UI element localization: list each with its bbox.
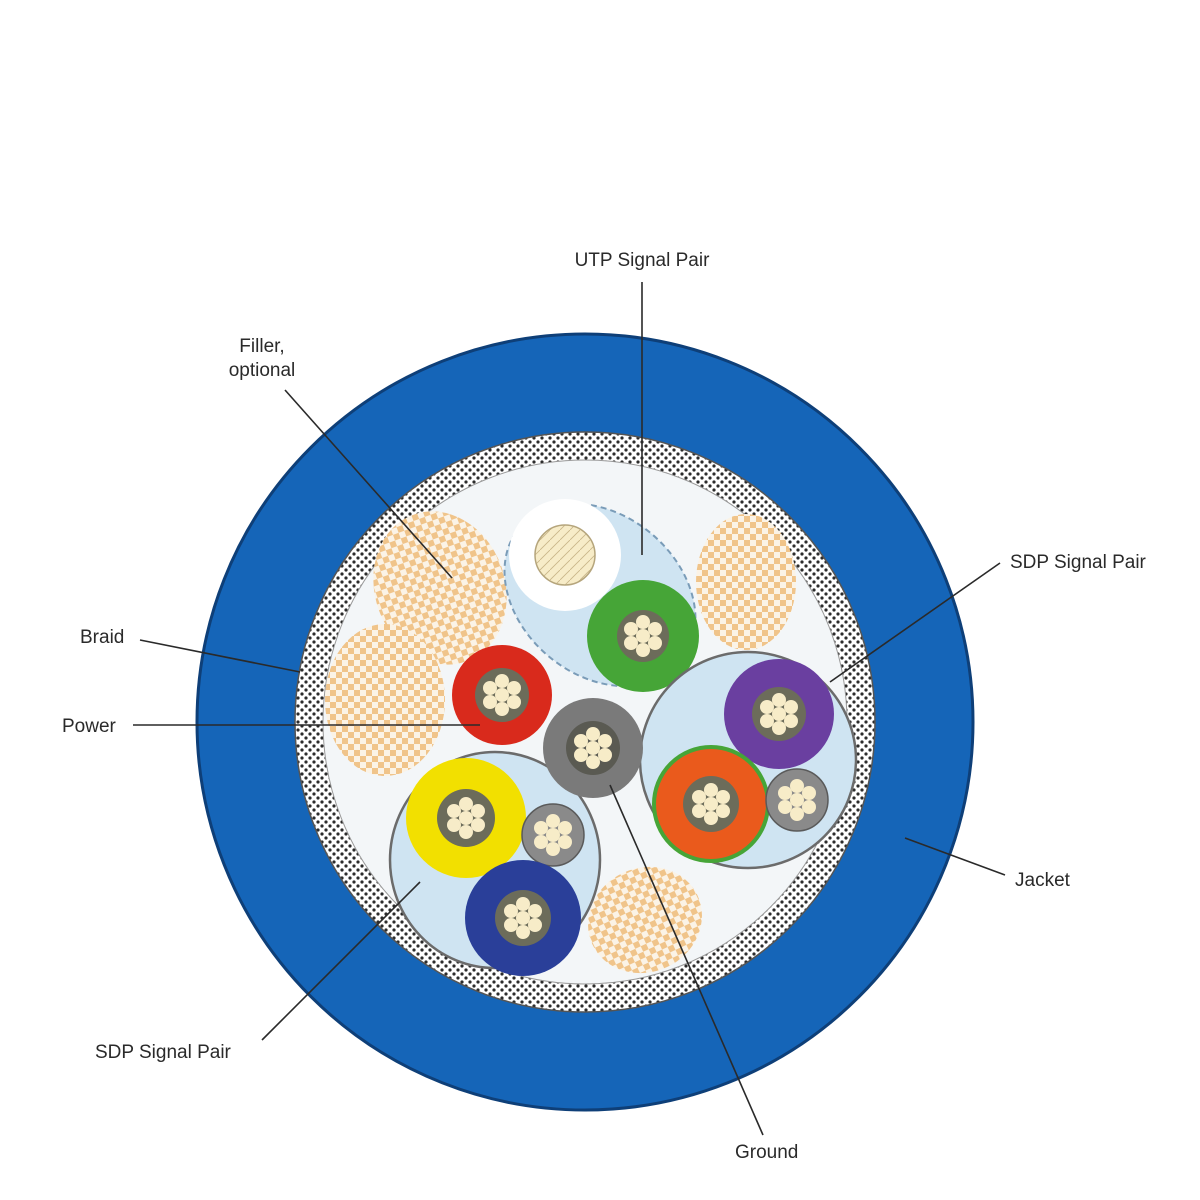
sdp-drain-wire-left bbox=[521, 803, 585, 867]
jacket-leader-line bbox=[904, 837, 1006, 876]
sdp-purple-strands bbox=[752, 687, 806, 741]
sdp-right-leader-line bbox=[829, 562, 1001, 683]
filler-upper-right bbox=[696, 514, 796, 650]
label-filler-line2: optional bbox=[229, 360, 296, 381]
sdp-navy-strands bbox=[495, 890, 551, 946]
ground-strands bbox=[566, 721, 620, 775]
sdp-drain-wire-right bbox=[765, 768, 829, 832]
utp-white-core bbox=[534, 524, 596, 586]
utp-green-strands bbox=[617, 610, 669, 662]
label-ground: Ground bbox=[735, 1142, 798, 1163]
ground-leader-line bbox=[609, 784, 764, 1136]
label-filler-line1: Filler, bbox=[239, 336, 284, 357]
braid-leader-line bbox=[139, 639, 301, 673]
filler-left bbox=[325, 624, 445, 776]
label-braid: Braid bbox=[80, 627, 124, 648]
filler-upper-left bbox=[373, 511, 507, 665]
filler-bottom bbox=[588, 866, 702, 974]
label-sdp-signal-pair-right: SDP Signal Pair bbox=[1010, 552, 1147, 573]
sdp-orange-strands bbox=[683, 776, 739, 832]
label-jacket: Jacket bbox=[1015, 870, 1071, 891]
label-sdp-signal-pair-left: SDP Signal Pair bbox=[95, 1042, 232, 1063]
sdp-left-leader-line bbox=[261, 881, 421, 1041]
filler-leader-line bbox=[284, 389, 453, 579]
label-power: Power bbox=[62, 716, 117, 737]
power-strands bbox=[475, 668, 529, 722]
label-utp-signal-pair: UTP Signal Pair bbox=[575, 250, 710, 271]
sdp-yellow-strands bbox=[437, 789, 495, 847]
